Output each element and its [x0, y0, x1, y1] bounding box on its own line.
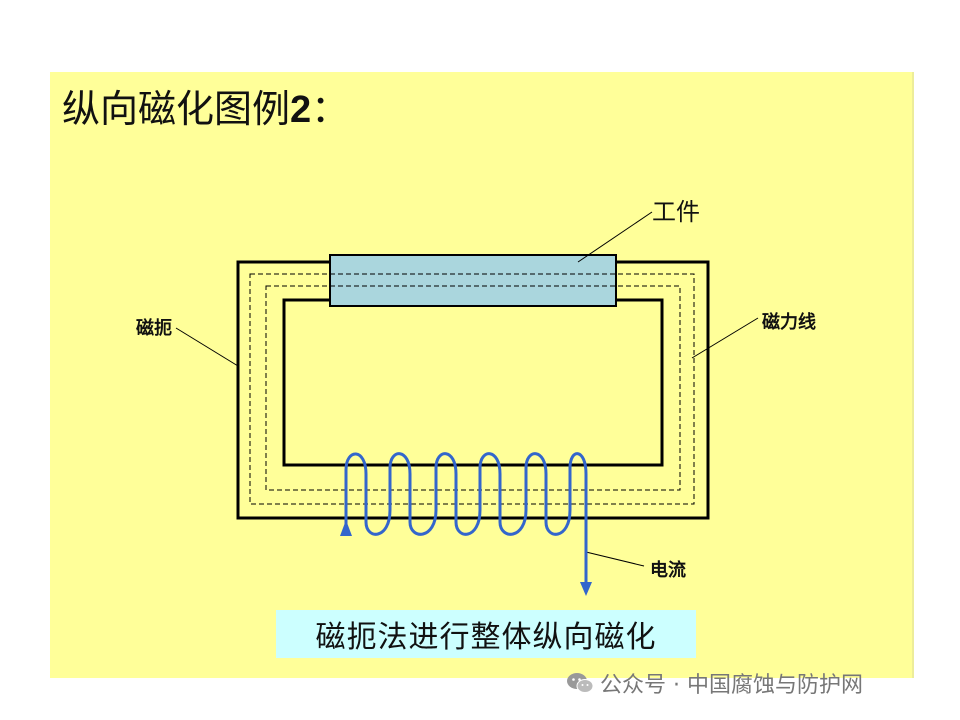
watermark: 公众号 · 中国腐蚀与防护网	[566, 668, 863, 698]
wechat-icon	[567, 673, 594, 693]
leader-yoke	[175, 327, 239, 367]
leader-workpiece	[577, 211, 653, 263]
current-coil	[344, 452, 588, 588]
current-arrow-down	[580, 582, 592, 596]
leader-flux-lines	[691, 317, 759, 359]
label-current: 电流	[650, 560, 686, 581]
title-colon: ：	[311, 87, 350, 131]
title-number: 2	[290, 89, 312, 131]
caption-text: 磁扼法进行整体纵向磁化	[315, 620, 657, 655]
label-yoke: 磁扼	[136, 318, 172, 339]
current-arrow-up	[340, 520, 352, 536]
workpiece-bar	[329, 254, 617, 307]
flux-line-inner	[265, 285, 681, 491]
slide-title: 纵向磁化图例2：	[62, 78, 349, 133]
label-flux-lines: 磁力线	[762, 312, 816, 333]
watermark-text: 公众号 · 中国腐蚀与防护网	[600, 673, 863, 698]
title-text: 纵向磁化图例	[62, 87, 291, 131]
label-workpiece: 工件	[652, 198, 700, 226]
flux-line-outer	[249, 273, 695, 505]
leader-current	[585, 551, 645, 567]
caption-box: 磁扼法进行整体纵向磁化	[276, 610, 696, 658]
yoke-inner-outline	[282, 298, 664, 467]
